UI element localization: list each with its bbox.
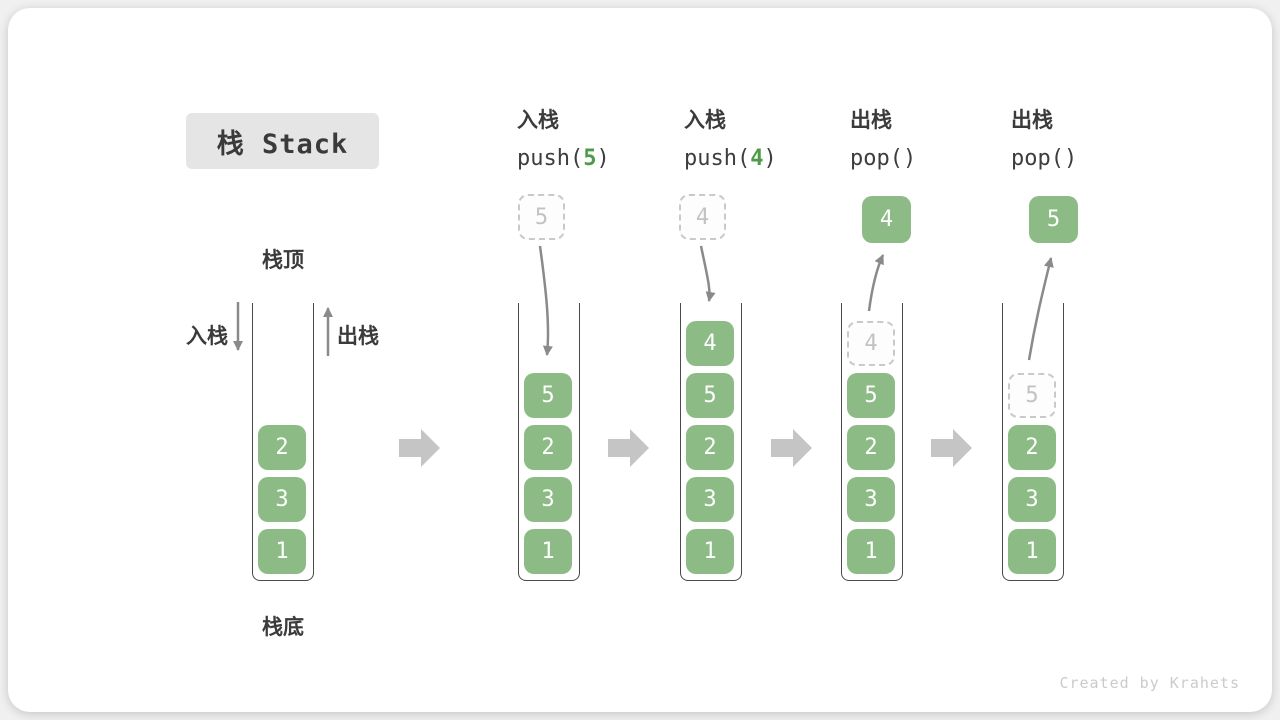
stack4-item: 1 [847, 529, 895, 574]
title-text: 栈 Stack [216, 128, 349, 160]
stack4-item: 5 [847, 373, 895, 418]
op-caption-cn: 出栈 [1011, 109, 1053, 132]
stack3-item: 1 [686, 529, 734, 574]
code-fn: pop( [850, 146, 903, 171]
incoming-ghost-box-5: 5 [518, 194, 565, 240]
popped-box-4: 4 [862, 196, 911, 243]
stack-container-3 [680, 303, 742, 581]
stack2-item: 3 [524, 477, 572, 522]
code-close: ) [763, 146, 777, 171]
op-caption-push-4: 入栈 push(4) [684, 104, 777, 171]
stack1-item: 2 [258, 425, 306, 470]
stack-container-2 [518, 303, 580, 581]
op-caption-cn: 入栈 [517, 109, 559, 132]
stack-container-4 [841, 303, 903, 581]
op-caption-code: push(5) [517, 146, 610, 171]
stack1-item: 1 [258, 529, 306, 574]
op-caption-pop-4: 出栈 pop() [850, 104, 916, 171]
code-fn: pop( [1011, 146, 1064, 171]
popped-box-5: 5 [1029, 196, 1078, 243]
code-close: ) [902, 146, 917, 171]
op-caption-pop-5: 出栈 pop() [1011, 104, 1077, 171]
stack1-item: 3 [258, 477, 306, 522]
code-arg: 4 [750, 146, 764, 171]
removed-ghost-box-4: 4 [847, 321, 895, 366]
stack2-item: 2 [524, 425, 572, 470]
op-caption-push-5: 入栈 push(5) [517, 104, 610, 171]
removed-ghost-box-5: 5 [1008, 373, 1056, 418]
stack5-item: 1 [1008, 529, 1056, 574]
push-side-label: 入栈 [186, 325, 228, 348]
pop-side-label: 出栈 [337, 325, 379, 348]
watermark: Created by Krahets [1059, 674, 1240, 692]
stack5-item: 3 [1008, 477, 1056, 522]
code-close: ) [596, 146, 610, 171]
op-caption-cn: 入栈 [684, 109, 726, 132]
stack-top-label: 栈顶 [262, 249, 304, 272]
stack2-item: 1 [524, 529, 572, 574]
stack-container-1 [252, 303, 314, 581]
op-caption-cn: 出栈 [850, 109, 892, 132]
stack-bottom-label: 栈底 [262, 616, 304, 639]
incoming-ghost-box-4: 4 [679, 194, 726, 240]
op-caption-code: pop() [1011, 146, 1077, 171]
stack3-item: 3 [686, 477, 734, 522]
stack4-item: 3 [847, 477, 895, 522]
stack3-item: 5 [686, 373, 734, 418]
code-fn: push( [517, 146, 584, 171]
title-badge: 栈 Stack [186, 113, 379, 169]
stack4-item: 2 [847, 425, 895, 470]
op-caption-code: pop() [850, 146, 916, 171]
code-fn: push( [684, 146, 751, 171]
code-close: ) [1063, 146, 1078, 171]
stack2-item: 5 [524, 373, 572, 418]
stack3-item: 4 [686, 321, 734, 366]
stack5-item: 2 [1008, 425, 1056, 470]
stack3-item: 2 [686, 425, 734, 470]
op-caption-code: push(4) [684, 146, 777, 171]
stack-container-5 [1002, 303, 1064, 581]
code-arg: 5 [583, 146, 597, 171]
